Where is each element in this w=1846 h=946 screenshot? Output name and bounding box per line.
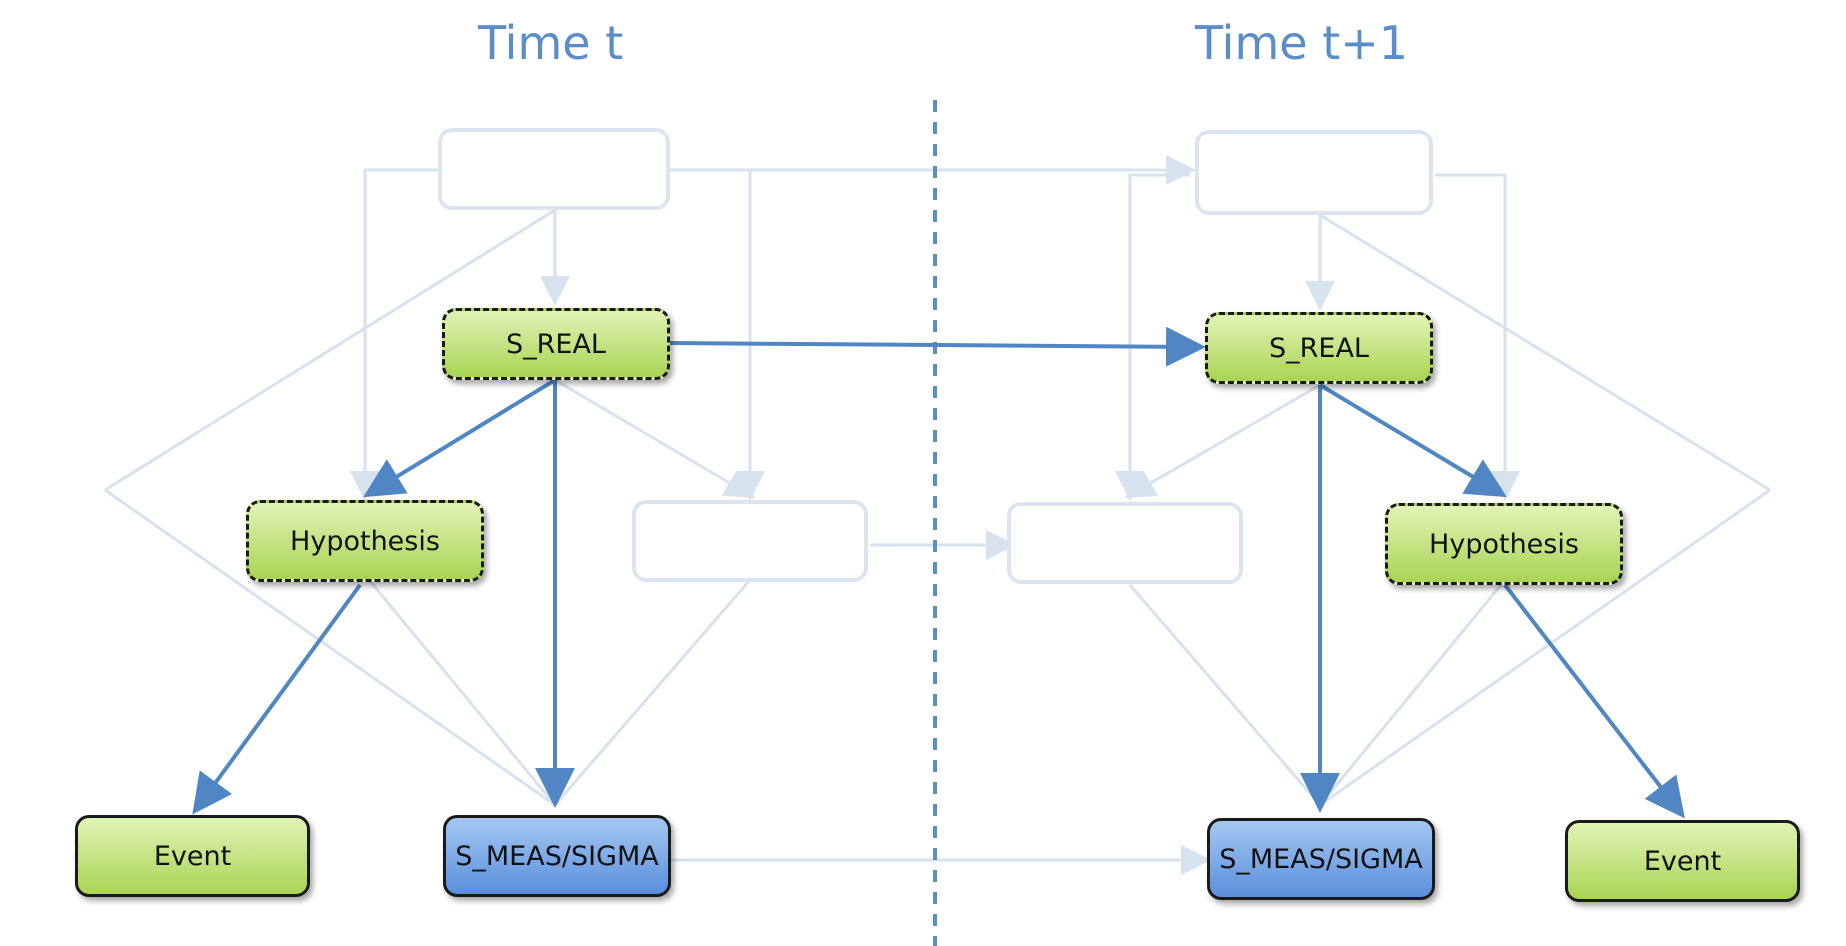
- hypothesis-label-left: Hypothesis: [290, 525, 440, 557]
- s-real-node-right: S_REAL: [1205, 312, 1433, 384]
- s-meas-node-left: S_MEAS/SIGMA: [443, 815, 671, 897]
- s-meas-label-left: S_MEAS/SIGMA: [455, 840, 659, 872]
- faded-node-top-right: [1195, 130, 1433, 215]
- time-label-right: Time t+1: [1195, 16, 1409, 70]
- strong-edges: [192, 326, 1685, 819]
- event-node-right: Event: [1565, 820, 1800, 902]
- faded-edges-left: [104, 155, 1211, 875]
- s-real-label-right: S_REAL: [1269, 332, 1369, 364]
- s-real-label-left: S_REAL: [506, 328, 606, 360]
- s-real-node-left: S_REAL: [442, 308, 670, 380]
- hypothesis-node-right: Hypothesis: [1385, 503, 1623, 585]
- s-meas-label-right: S_MEAS/SIGMA: [1219, 843, 1423, 875]
- faded-node-top-left: [438, 128, 670, 210]
- faded-edges-right: [1115, 173, 1771, 807]
- s-meas-node-right: S_MEAS/SIGMA: [1207, 818, 1435, 900]
- faded-node-mid-left: [632, 500, 868, 582]
- time-label-left: Time t: [478, 16, 624, 70]
- event-node-left: Event: [75, 815, 310, 897]
- hypothesis-node-left: Hypothesis: [246, 500, 484, 582]
- event-label-right: Event: [1643, 845, 1722, 877]
- faded-node-mid-right: [1007, 502, 1243, 584]
- event-label-left: Event: [153, 840, 232, 872]
- hypothesis-label-right: Hypothesis: [1429, 528, 1579, 560]
